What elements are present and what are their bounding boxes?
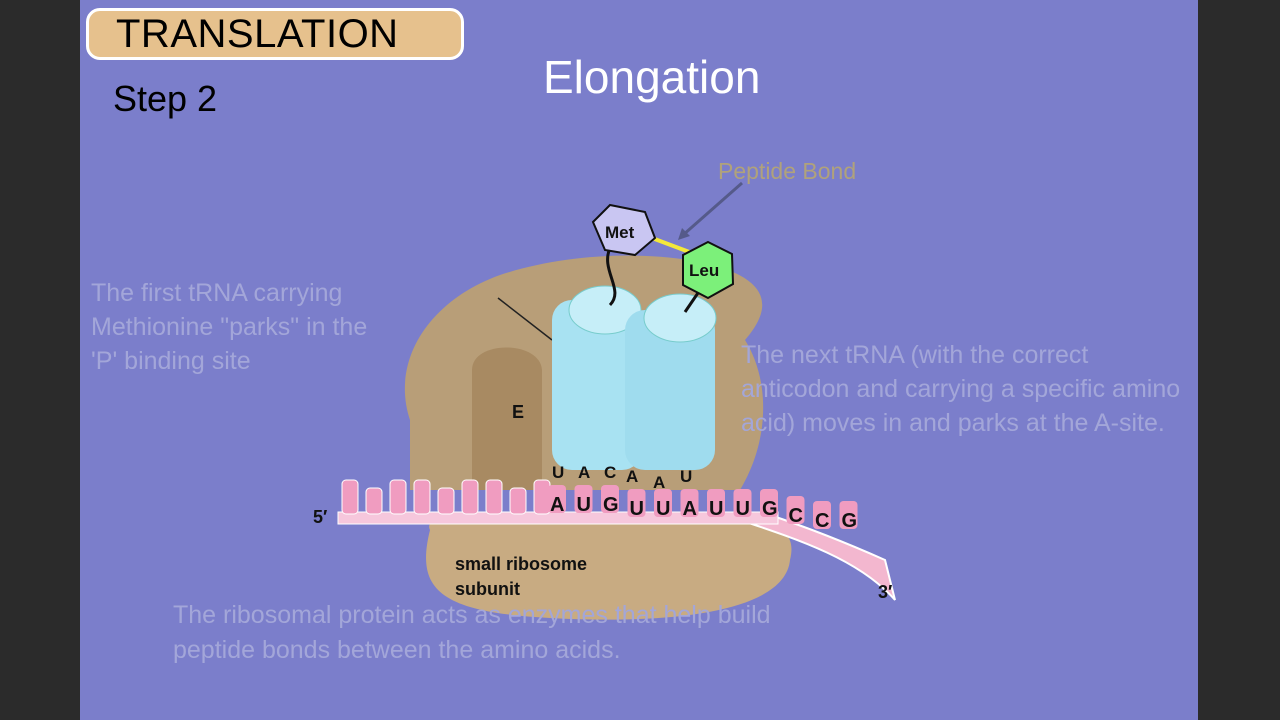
ribosomal-protein-note: The ribosomal protein acts as enzymes th… [173, 601, 771, 664]
mrna-base: U [577, 494, 591, 516]
mrna-base: C [815, 510, 829, 532]
title-banner [86, 8, 464, 60]
mrna-tooth [461, 479, 479, 515]
mrna-tooth [389, 479, 407, 515]
mrna-tooth [760, 489, 778, 517]
leu-hexagon [682, 240, 735, 300]
mrna-tooth [627, 489, 646, 517]
mrna-base: U [736, 498, 750, 520]
slide-heading: Elongation [543, 51, 761, 103]
mrna-base: U [709, 498, 723, 520]
trna-p-site [552, 247, 642, 470]
met-hexagon [591, 203, 657, 257]
five-prime-label: 5′ [313, 507, 327, 527]
mrna-tooth [341, 479, 359, 515]
small-ribosome-subunit [426, 514, 792, 620]
mrna-tooth [680, 489, 699, 517]
peptide-arrow [682, 181, 743, 237]
mrna-tooth [601, 485, 619, 513]
mrna-base: A [550, 494, 564, 516]
e-site [472, 347, 542, 490]
small-subunit-label-2: subunit [455, 579, 520, 599]
peptide-bond [651, 236, 693, 255]
mrna-tooth [365, 487, 383, 515]
mrna-tooth [485, 479, 503, 515]
mrna-tooth [839, 501, 858, 529]
p-site-note: The first tRNA carrying Methionine "park… [91, 279, 368, 375]
anticodon-base-p: C [604, 463, 616, 482]
leu-label: Leu [689, 261, 719, 280]
met-label: Met [605, 223, 635, 242]
peptide-bond-label: Peptide Bond [718, 158, 857, 184]
mrna-tooth [654, 489, 672, 517]
slide: TRANSLATION Step 2 Elongation E small ri… [80, 0, 1198, 720]
mrna-tooth [813, 501, 831, 529]
anticodon-base-a: U [680, 467, 692, 486]
mrna-tooth [437, 487, 455, 515]
mrna-base: U [656, 498, 670, 520]
anticodon-base-p: A [578, 463, 590, 482]
mrna-tooth [413, 479, 431, 515]
three-prime-label: 3′ [878, 582, 892, 602]
anticodon-base-a: A [653, 473, 665, 492]
mrna-tooth [533, 479, 551, 515]
mrna-tooth [733, 489, 752, 517]
small-subunit-label-1: small ribosome [455, 554, 587, 574]
mrna-base: G [762, 498, 778, 520]
mrna-tooth [509, 487, 527, 515]
mrna-base: G [603, 494, 619, 516]
trna-a-site [625, 289, 717, 470]
slide-title: TRANSLATION [116, 12, 399, 56]
mrna-base: C [789, 505, 803, 527]
e-site-label: E [512, 402, 524, 422]
mrna-tooth [548, 485, 566, 513]
step-label: Step 2 [113, 78, 218, 119]
anticodon-base-p: U [552, 463, 564, 482]
mrna-base: U [630, 498, 644, 520]
mrna-tooth [707, 489, 725, 517]
mrna-bases [341, 479, 858, 529]
mrna-tooth [786, 496, 805, 524]
mrna-tooth [574, 485, 593, 513]
mrna-base: A [683, 498, 697, 520]
a-site-note: The next tRNA (with the correct anticodo… [741, 341, 1181, 437]
mrna-base: G [842, 510, 858, 532]
anticodon-base-a: A [626, 467, 638, 486]
